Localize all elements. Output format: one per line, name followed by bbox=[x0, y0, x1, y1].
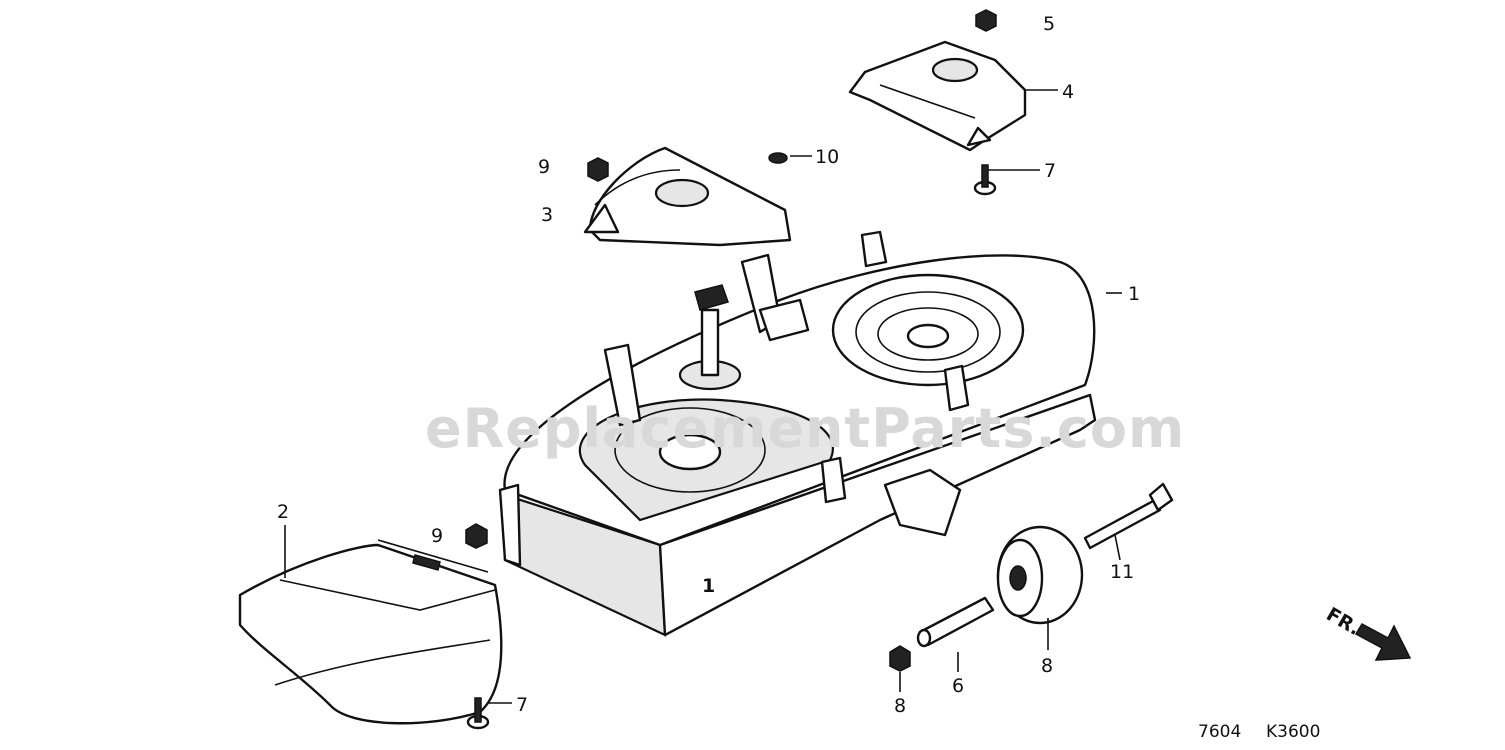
bolt-11 bbox=[1083, 482, 1174, 550]
callout-8-pulley: 8 bbox=[1041, 655, 1053, 677]
bolt-7-lower bbox=[466, 697, 490, 730]
figure-code-right: K3600 bbox=[1266, 722, 1320, 742]
callout-7-lower: 7 bbox=[516, 694, 528, 716]
callout-6: 6 bbox=[952, 675, 964, 697]
callout-1: 1 bbox=[1128, 283, 1140, 305]
washer-10 bbox=[768, 152, 788, 164]
nut-5 bbox=[975, 9, 997, 32]
mower-deck-housing: 1 bbox=[498, 230, 1097, 637]
nut-8 bbox=[889, 645, 911, 672]
callout-8-nut: 8 bbox=[894, 695, 906, 717]
callout-9-lower: 9 bbox=[431, 525, 443, 547]
figure-code-left: 7604 bbox=[1198, 722, 1241, 742]
callout-11: 11 bbox=[1110, 561, 1134, 583]
idler-pulley bbox=[996, 525, 1084, 625]
belt-cover-left bbox=[583, 146, 792, 247]
callout-7-upper: 7 bbox=[1044, 160, 1056, 182]
spacer-6 bbox=[916, 596, 995, 648]
belt-cover-right bbox=[848, 40, 1027, 152]
nut-9-lower bbox=[465, 523, 488, 549]
callout-10: 10 bbox=[815, 146, 839, 168]
deck-embossed-mark: 1 bbox=[702, 575, 715, 597]
bolt-7-upper bbox=[973, 164, 997, 196]
front-direction-arrow-icon bbox=[1354, 623, 1412, 661]
watermark: eReplacementParts.com bbox=[425, 397, 1185, 460]
callout-5-top: 5 bbox=[1043, 13, 1055, 35]
callout-4: 4 bbox=[1062, 81, 1074, 103]
nut-9-upper bbox=[587, 157, 609, 182]
callout-2: 2 bbox=[277, 501, 289, 523]
discharge-chute bbox=[238, 539, 503, 725]
callout-3: 3 bbox=[541, 204, 553, 226]
callout-9-upper: 9 bbox=[538, 156, 550, 178]
